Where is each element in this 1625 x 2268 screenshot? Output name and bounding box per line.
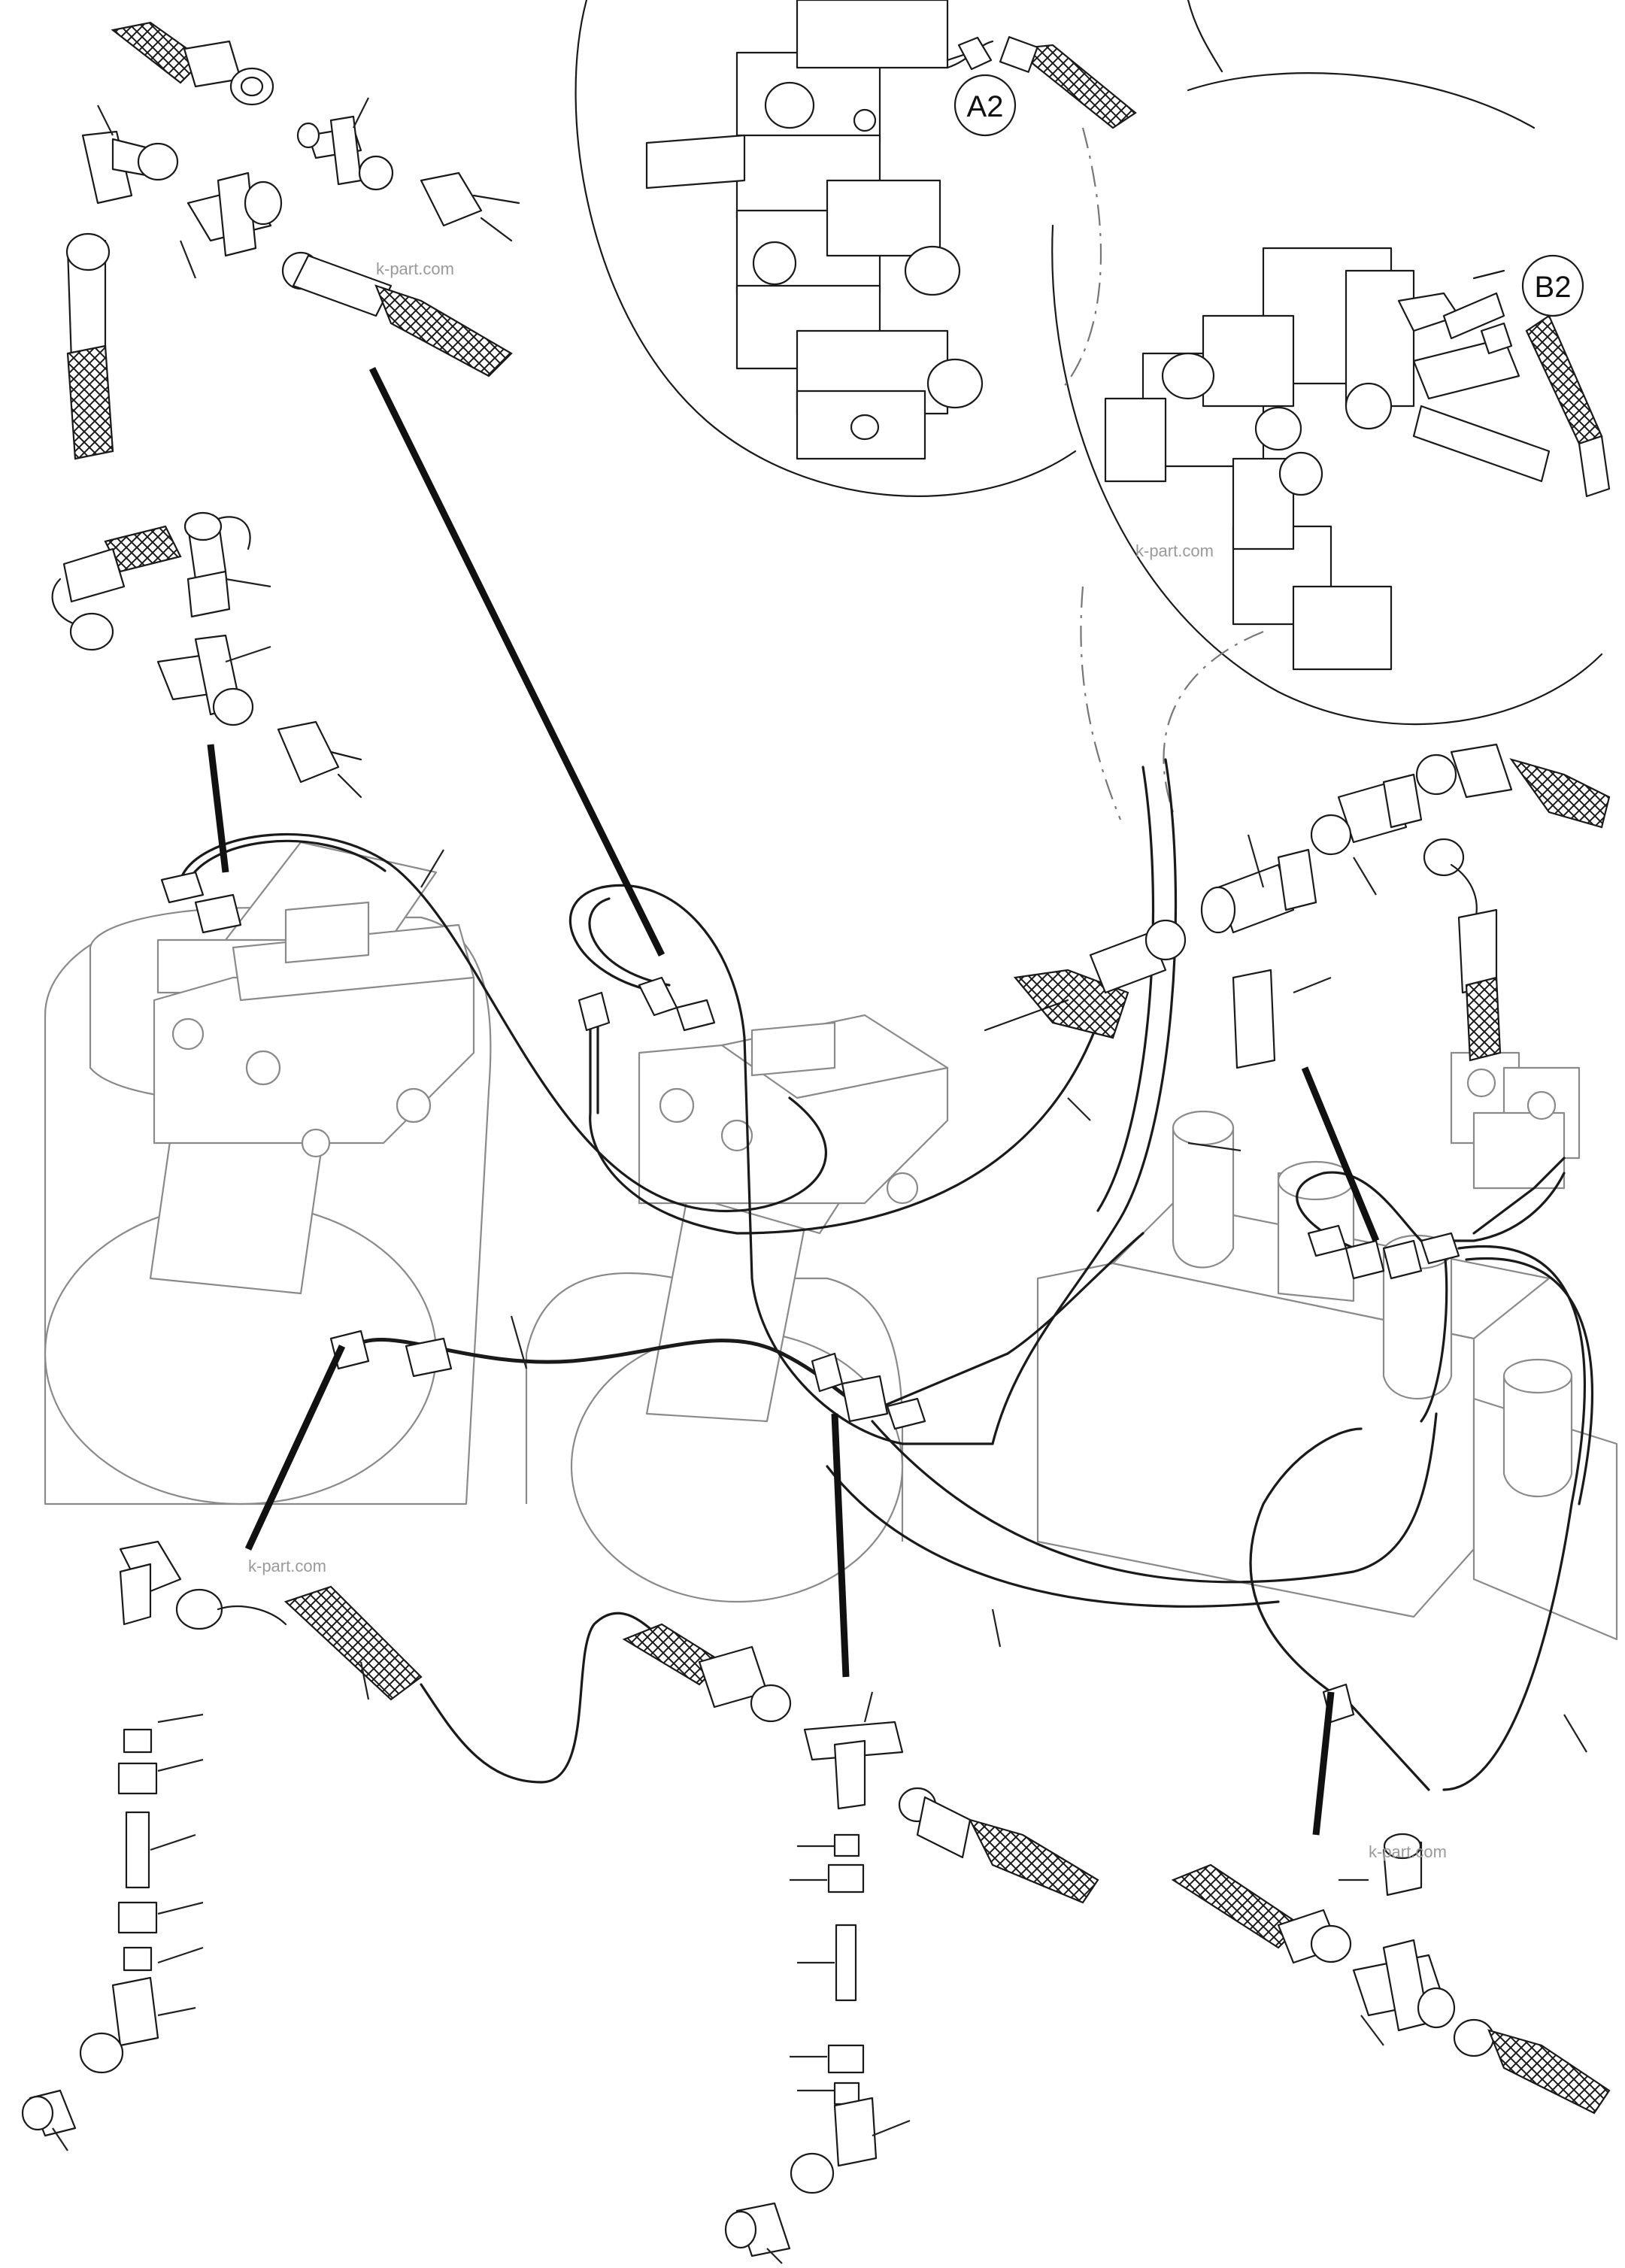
watermark-top-left: k-part.com: [376, 259, 454, 278]
pointer-right-valve: [1301, 1066, 1380, 1242]
exploded-fittings-lower-right: k-part.com: [1171, 1833, 1611, 2115]
pointer-left-hub: [244, 1345, 346, 1551]
pointer-lower-right: [1312, 1691, 1335, 1836]
pointer-left-fittings: [207, 744, 229, 873]
leader-lines: [52, 97, 1587, 2264]
background-machinery: [44, 841, 1618, 1641]
pointer-centre-tee: [831, 1413, 850, 1678]
pointer-lines: [207, 367, 1380, 1836]
exploded-fittings-right-upper: [984, 743, 1611, 1069]
callout-b2-circle: B2: [1521, 254, 1584, 317]
hose-fitting-b2: [1480, 314, 1611, 498]
exploded-fittings-left: [51, 511, 362, 799]
hose-fitting-a2: [946, 36, 1137, 129]
callout-a2-label: A2: [967, 90, 1004, 123]
dashed-link-b2b: [1163, 630, 1264, 813]
dashed-link-b2: [1080, 586, 1122, 820]
valve-block-stack-a2: [645, 0, 984, 460]
dashed-link-a2: [1060, 127, 1102, 392]
detail-circle-a2: A2: [575, 0, 1223, 497]
detail-circle-b2: B2 k-part.com: [1051, 72, 1611, 726]
watermark-lower-right: k-part.com: [1369, 1842, 1447, 1861]
exploded-fittings-lower-centre: [622, 1623, 1099, 2257]
pointer-upper-left: [368, 367, 665, 957]
watermark-lower-left: k-part.com: [248, 1557, 326, 1575]
callout-a2-circle: A2: [953, 74, 1017, 137]
callout-b2-label: B2: [1535, 271, 1572, 304]
watermark-b2: k-part.com: [1135, 541, 1214, 560]
exploded-fittings-lower-left: k-part.com: [21, 1540, 423, 2137]
exploded-fittings-top-left: k-part.com: [65, 21, 520, 460]
valve-block-stack-b2: [1104, 247, 1551, 671]
